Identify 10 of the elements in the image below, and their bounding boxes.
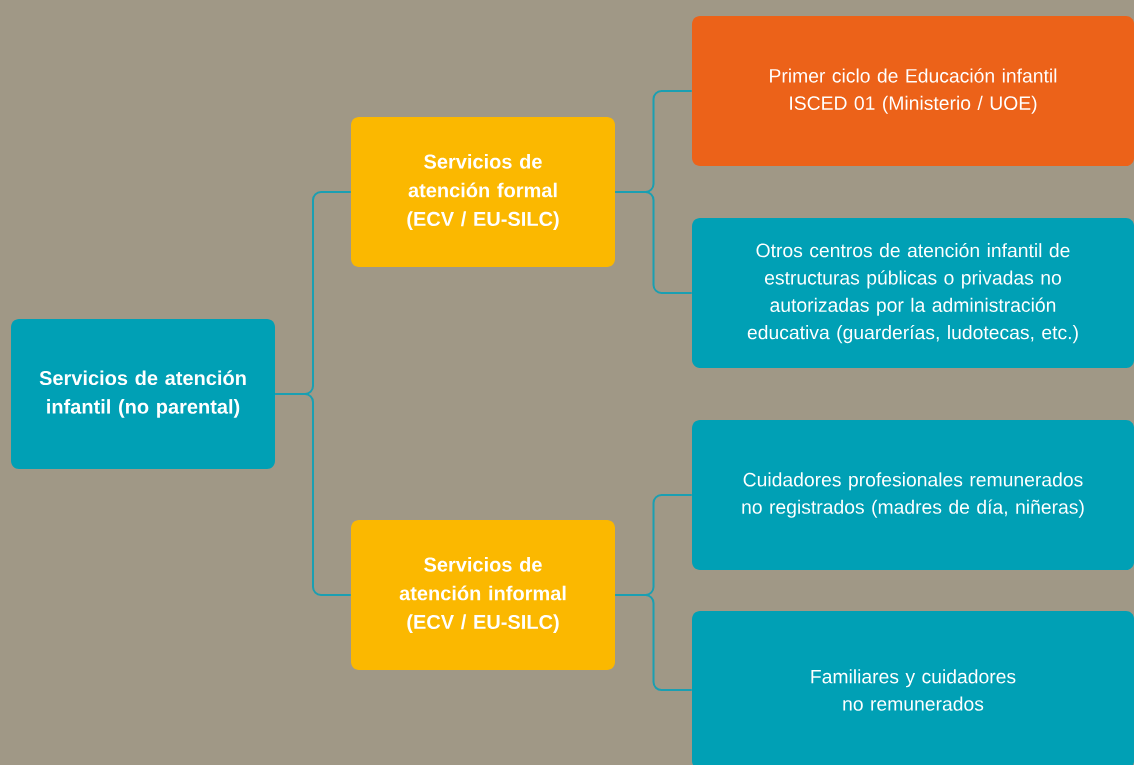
category-box: Servicios de atención informal (ECV / EU-SILC)	[351, 520, 615, 670]
category-box: Cuidadores profesionales remunerados no registrados (madres de día, niñeras)	[692, 420, 1134, 570]
category-box: Otros centros de atención infantil de estructuras públicas o privadas no autorizadas por la administración educativa (guarderías, ludotecas, etc.)	[692, 218, 1134, 368]
category-box: Servicios de atención infantil (no parental)	[11, 319, 275, 469]
connector-line	[614, 594, 693, 691]
category-box: Familiares y cuidadores no remunerados	[692, 611, 1134, 765]
category-box: Servicios de atención formal (ECV / EU-SILC)	[351, 117, 615, 267]
connector-line	[614, 191, 693, 294]
connector-line	[274, 393, 352, 596]
category-box: Primer ciclo de Educación infantil ISCED 01 (Ministerio / UOE)	[692, 16, 1134, 166]
